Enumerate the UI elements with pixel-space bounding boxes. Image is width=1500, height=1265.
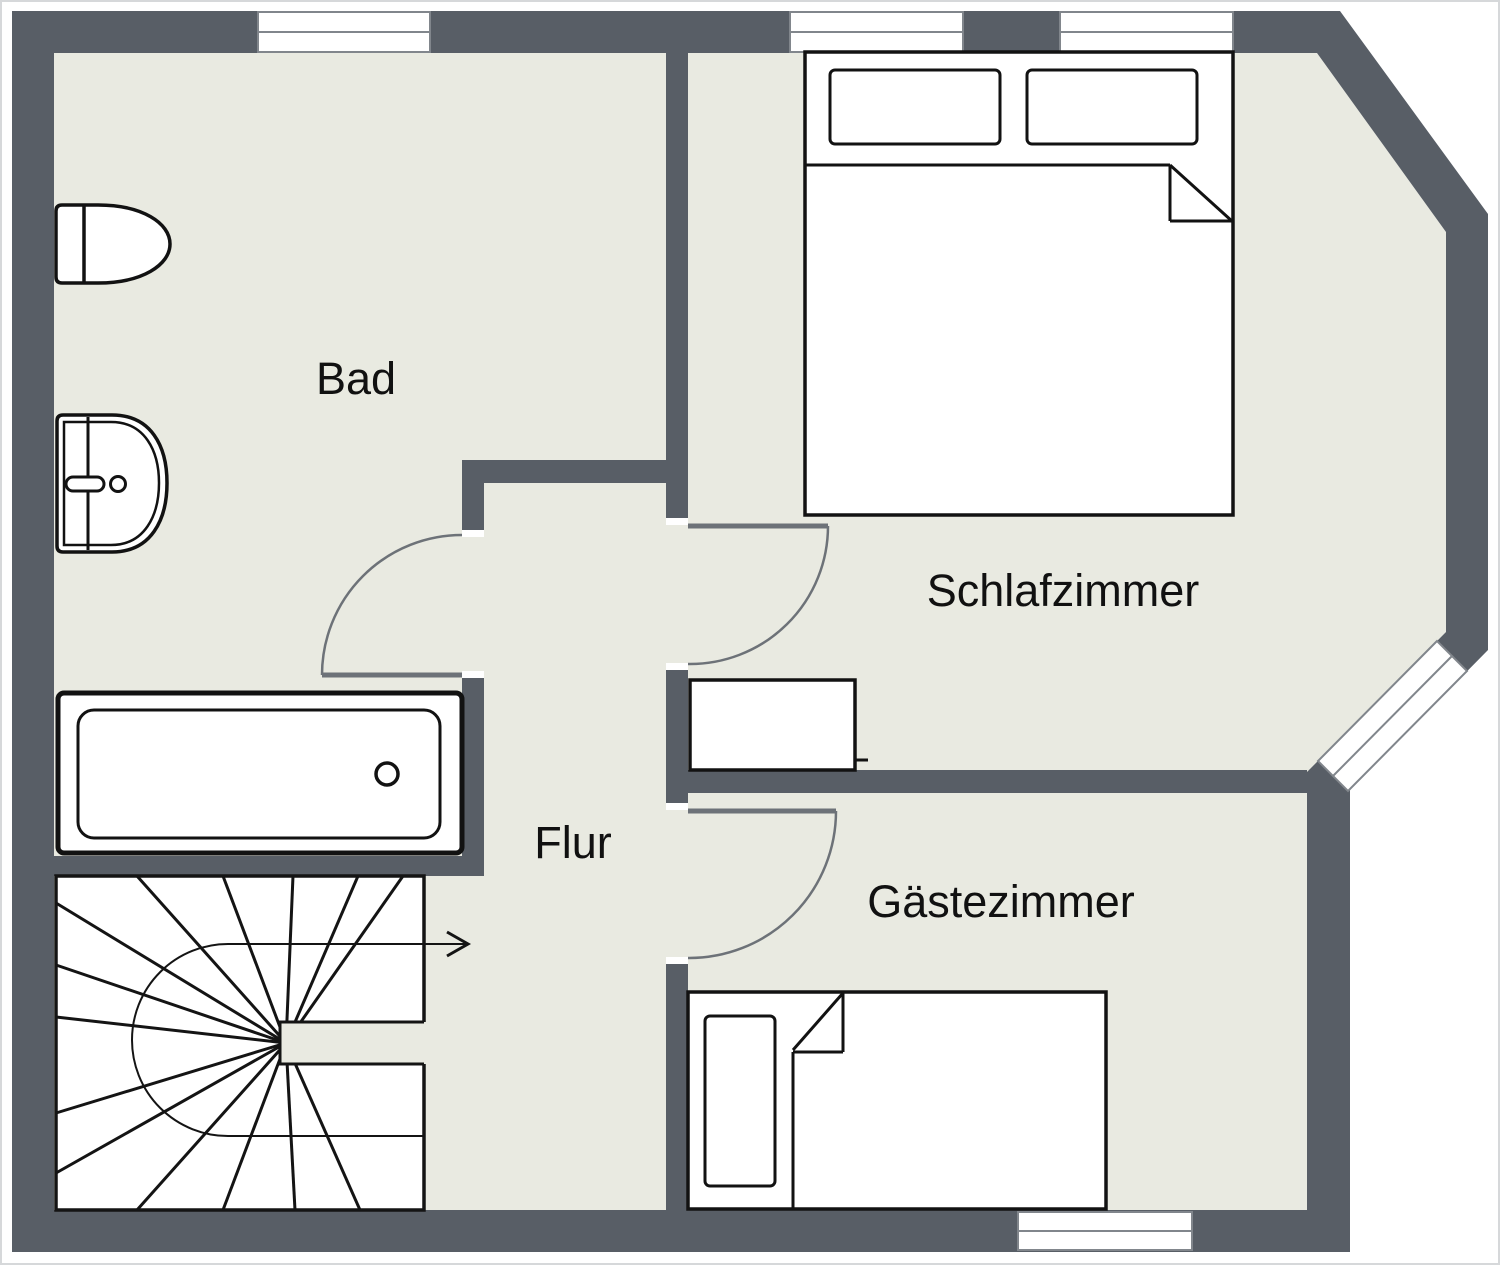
door-jamb	[462, 671, 484, 678]
pillow	[828, 68, 1002, 146]
room-label-schlafzimmer: Schlafzimmer	[927, 565, 1200, 616]
stair-landing-tongue	[281, 1023, 424, 1063]
exterior-walls	[12, 11, 1488, 1252]
door-jambs	[462, 518, 688, 964]
room-label-bad: Bad	[316, 353, 396, 404]
wall-bad-flur-top	[462, 460, 688, 483]
room-label-gaestezimmer: Gästezimmer	[867, 876, 1135, 927]
faucet	[64, 475, 106, 493]
blanket-fold	[805, 163, 1235, 224]
stair-outline	[54, 874, 426, 1212]
door-jamb	[666, 803, 688, 810]
door-jamb	[666, 518, 688, 525]
window-top-middle	[789, 11, 964, 53]
winder-staircase-icon	[54, 874, 472, 1212]
window-top-right	[1059, 11, 1234, 53]
stair-walkline	[131, 943, 466, 1137]
doors	[320, 523, 838, 960]
dresser-icon	[688, 678, 868, 772]
pillow	[1025, 68, 1199, 146]
schlafzimmer-door	[687, 523, 830, 666]
bad-door	[320, 533, 463, 678]
toilet-icon	[54, 203, 172, 285]
basin-drain	[109, 475, 127, 493]
wall-schlafzimmer-gaestezimmer	[688, 770, 1307, 793]
wall-bad-schlafzimmer	[666, 53, 688, 518]
window-bay-diagonal	[1316, 639, 1469, 793]
wall-bad-flur-lower	[462, 678, 484, 856]
blanket-fold	[791, 992, 845, 1208]
wall-flur-schlafzimmer	[666, 670, 688, 803]
door-jamb	[462, 530, 484, 537]
stair-landing-border	[278, 1020, 424, 1066]
stair-treads	[55, 875, 405, 1211]
room-label-flur: Flur	[534, 817, 612, 868]
windows	[257, 11, 1469, 1251]
door-jamb	[666, 663, 688, 670]
interior-walls	[54, 53, 1307, 1210]
window-top-left	[257, 11, 431, 53]
washbasin-icon	[55, 413, 169, 554]
double-bed-icon	[803, 50, 1235, 517]
up-direction-arrow-icon	[446, 930, 472, 958]
bathtub-drain	[374, 761, 400, 787]
wall-bad-stairs	[54, 856, 484, 876]
pillow	[703, 1014, 777, 1188]
window-bottom-gaestezimmer	[1017, 1211, 1193, 1251]
bathtub-icon	[55, 690, 465, 856]
gaestezimmer-door	[687, 808, 838, 960]
single-bed-icon	[686, 990, 1108, 1211]
wall-bad-door-stub	[462, 483, 484, 530]
wall-flur-gaestezimmer	[666, 964, 688, 1210]
door-jamb	[666, 957, 688, 964]
